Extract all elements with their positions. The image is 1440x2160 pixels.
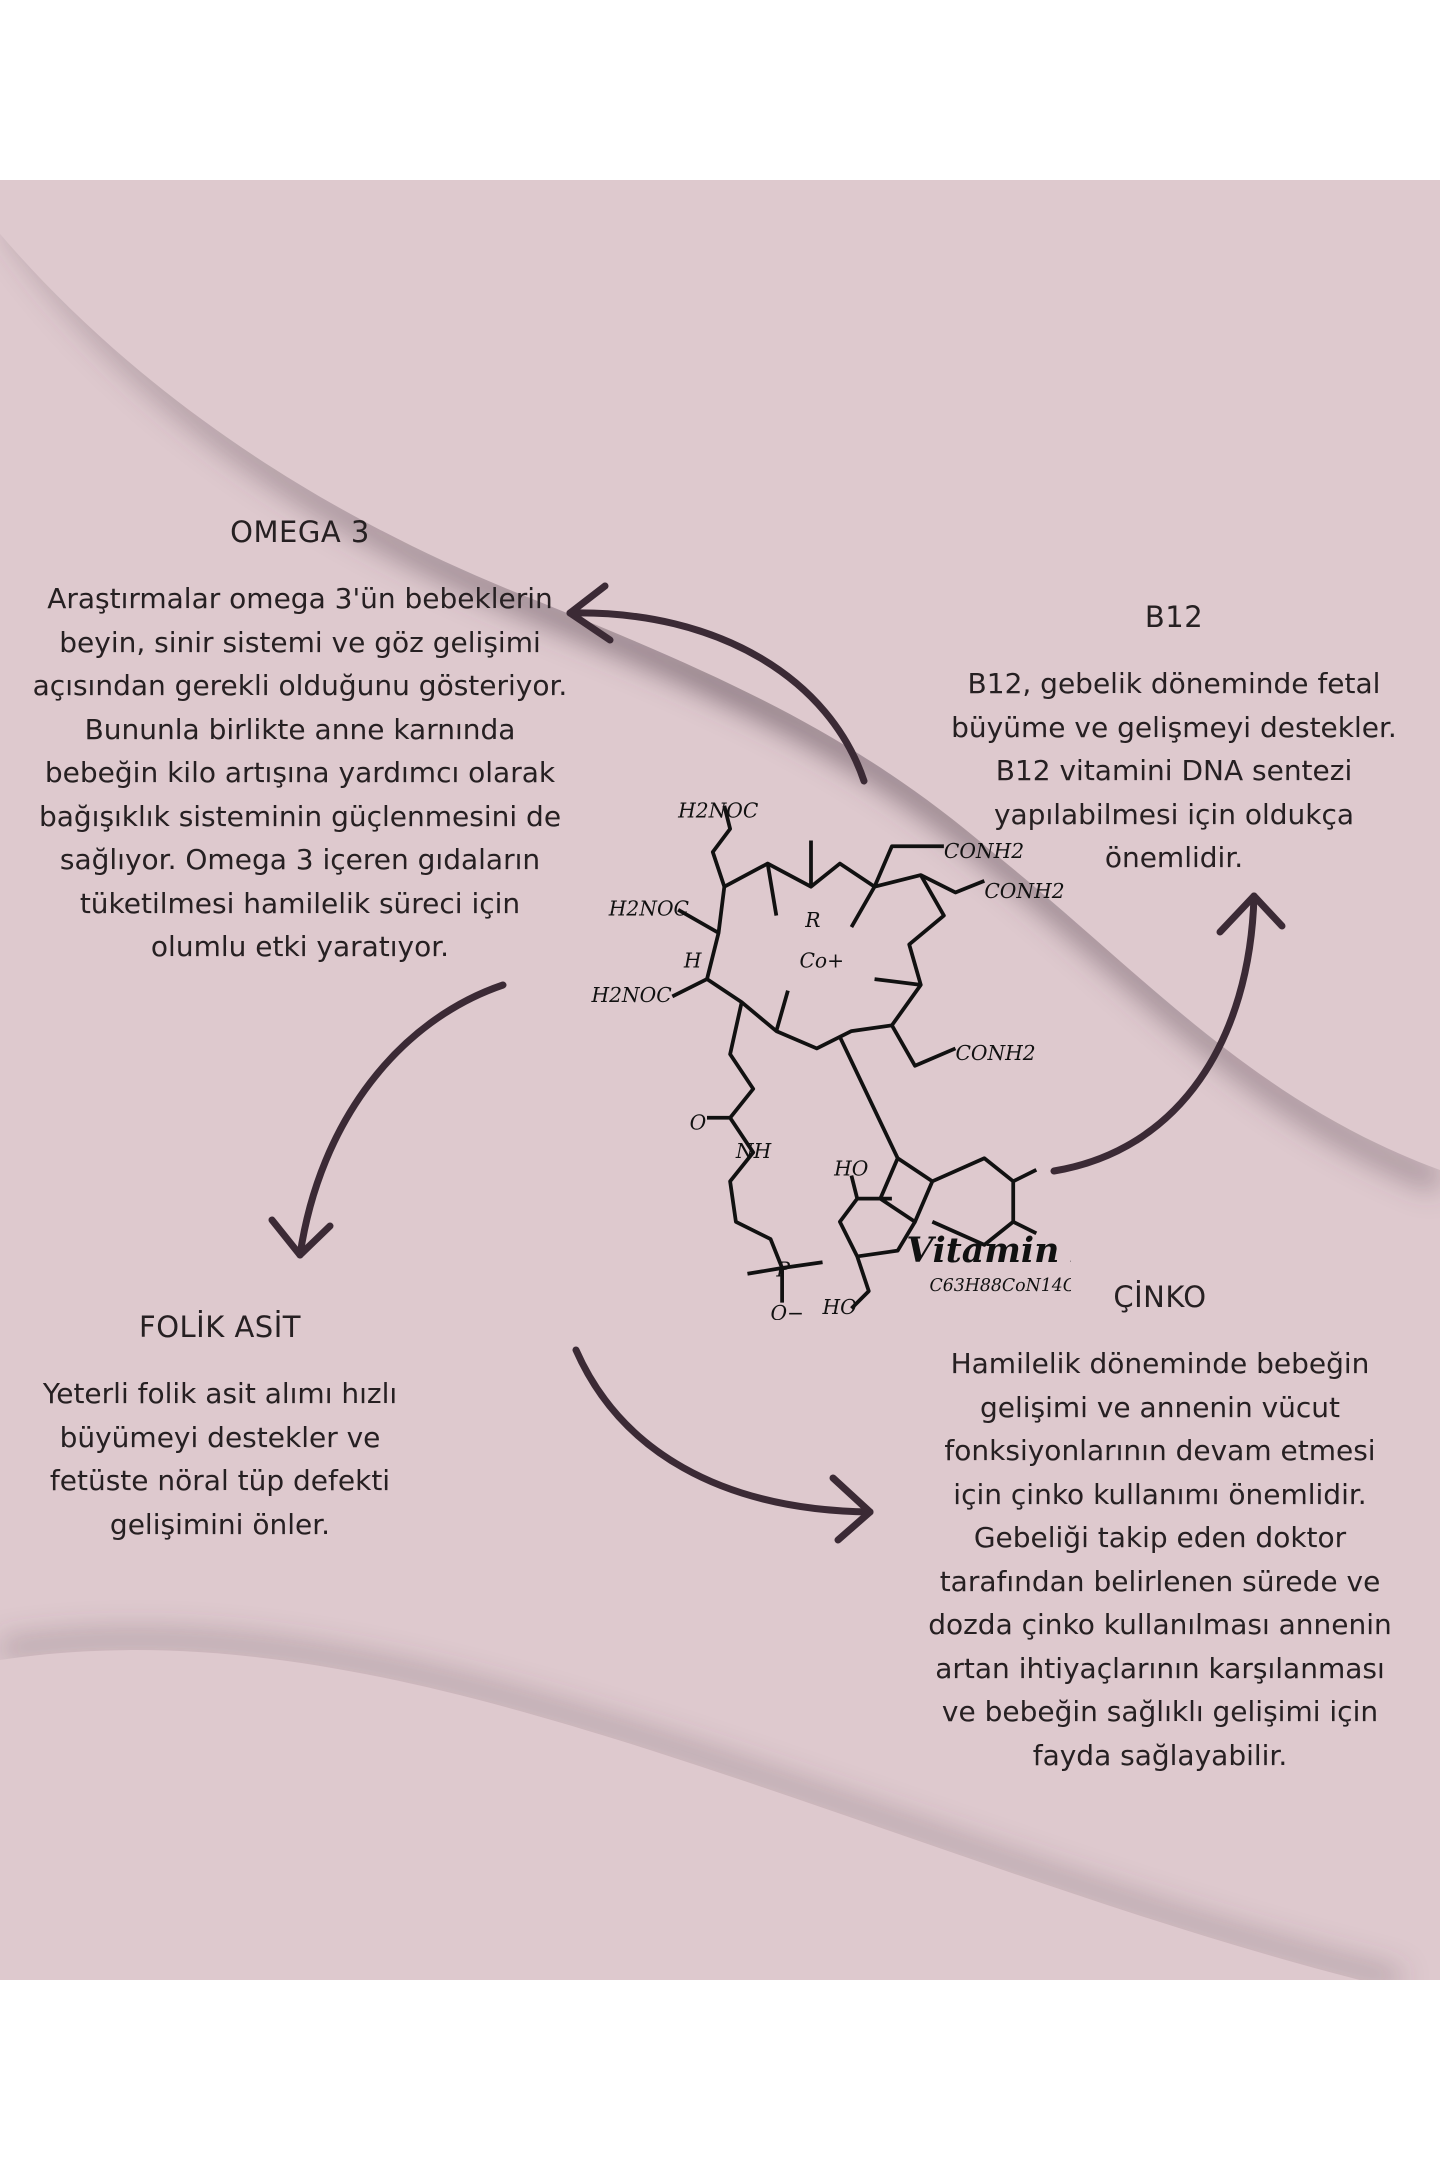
arrow-to-cinko xyxy=(572,1346,874,1544)
omega3-section: OMEGA 3 Araştırmalar omega 3'ün bebekler… xyxy=(10,515,590,969)
text-line: büyüme ve gelişmeyi destekler. xyxy=(951,710,1397,744)
molecule-label: R xyxy=(804,908,820,932)
molecule-label: H2NOC xyxy=(677,800,759,822)
text-line: B12, gebelik döneminde fetal xyxy=(967,667,1381,700)
text-line: Araştırmalar omega 3'ün bebeklerin xyxy=(47,582,553,615)
text-line: açısından gerekli olduğunu gösteriyor. xyxy=(32,669,568,702)
molecule-formula: C63H88CoN14O14P xyxy=(929,1276,1071,1296)
arrow-to-omega xyxy=(566,582,868,785)
molecule-label: H2NOC xyxy=(608,897,690,921)
text-line: fonksiyonlarının devam etmesi xyxy=(944,1434,1376,1467)
upper-wave xyxy=(0,180,1440,1170)
text-line: artan ihtiyaçlarının karşılanması xyxy=(935,1651,1385,1685)
molecule-label: CONH2 xyxy=(984,879,1064,903)
text-line: fayda sağlayabilir. xyxy=(1032,1738,1288,1772)
zinc-title: ÇİNKO xyxy=(1113,1280,1207,1314)
folic-acid-description: Yeterli folik asit alımı hızlı büyümeyi d… xyxy=(10,1372,430,1546)
b12-title: B12 xyxy=(1144,600,1204,634)
text-line: yapılabilmesi için oldukça xyxy=(993,797,1355,831)
text-line: büyümeyi destekler ve xyxy=(59,1420,381,1454)
molecule-label: O− xyxy=(771,1301,805,1320)
molecule-label: HO xyxy=(833,1157,869,1181)
vitamin-b12-molecule: H2NOC H2NOC H2NOC CONH2 CONH2 CONH2 Co+ … xyxy=(590,800,1071,1320)
lower-wave xyxy=(0,1650,1360,1980)
text-line: sağlıyor. Omega 3 içeren gıdaların xyxy=(59,843,541,876)
folic-acid-title: FOLİK ASİT xyxy=(139,1310,301,1344)
text-line: Yeterli folik asit alımı hızlı xyxy=(42,1377,398,1410)
text-line: dozda çinko kullanılması annenin xyxy=(928,1608,1392,1641)
molecule-label-co: Co+ xyxy=(799,949,844,973)
omega3-description: Araştırmalar omega 3'ün bebeklerin beyin,… xyxy=(10,577,590,969)
arrow-to-folik xyxy=(268,981,507,1259)
upper-wave-shadow xyxy=(0,212,1440,1193)
zinc-section: ÇİNKO Hamilelik döneminde bebeğin gelişim… xyxy=(900,1280,1420,1777)
omega3-title: OMEGA 3 xyxy=(230,515,370,549)
folic-acid-section: FOLİK ASİT Yeterli folik asit alımı hızl… xyxy=(10,1310,430,1546)
molecule-label: H xyxy=(683,949,702,973)
text-line: Gebeliği takip eden doktor xyxy=(973,1521,1347,1554)
text-line: tarafından belirlenen sürede ve xyxy=(939,1564,1381,1598)
text-line: tüketilmesi hamilelik süreci için xyxy=(79,886,521,920)
text-line: gelişimini önler. xyxy=(109,1507,331,1541)
molecule-label: NH xyxy=(735,1139,772,1163)
text-line: beyin, sinir sistemi ve göz gelişimi xyxy=(59,625,541,659)
arrows xyxy=(268,582,1286,1544)
molecule-label: P xyxy=(775,1258,790,1282)
molecule-label: CONH2 xyxy=(944,839,1024,863)
molecule-label: O xyxy=(690,1110,707,1134)
text-line: Hamilelik döneminde bebeğin xyxy=(950,1347,1370,1380)
molecule-label: CONH2 xyxy=(955,1041,1035,1065)
molecule-name: Vitamin B12 xyxy=(906,1230,1071,1271)
molecule-label: H2NOC xyxy=(590,983,672,1007)
text-line: gelişimi ve annenin vücut xyxy=(979,1390,1341,1424)
text-line: B12 vitamini DNA sentezi xyxy=(995,754,1353,787)
arrow-to-b12 xyxy=(1050,892,1286,1175)
text-line: Bununla birlikte anne karnında xyxy=(84,712,516,746)
wave-shadows xyxy=(0,180,1440,1980)
text-line: olumlu etki yaratıyor. xyxy=(150,930,450,963)
text-line: ve bebeğin sağlıklı gelişimi için xyxy=(941,1695,1379,1728)
text-line: bağışıklık sisteminin güçlenmesini de xyxy=(38,799,562,833)
text-line: için çinko kullanımı önemlidir. xyxy=(953,1477,1367,1511)
b12-description: B12, gebelik döneminde fetal büyüme ve ge… xyxy=(944,662,1404,880)
molecule-label: HO xyxy=(822,1295,858,1319)
text-line: fetüste nöral tüp defekti xyxy=(49,1464,391,1497)
text-line: bebeğin kilo artışına yardımcı olarak xyxy=(44,756,556,789)
lower-wave-shadow xyxy=(0,1631,1403,1980)
zinc-description: Hamilelik döneminde bebeğin gelişimi ve a… xyxy=(900,1342,1420,1777)
b12-section: B12 B12, gebelik döneminde fetal büyüme v… xyxy=(944,600,1404,880)
background-panel: H2NOC H2NOC H2NOC CONH2 CONH2 CONH2 Co+ … xyxy=(0,180,1440,1980)
text-line: önemlidir. xyxy=(1104,841,1244,874)
